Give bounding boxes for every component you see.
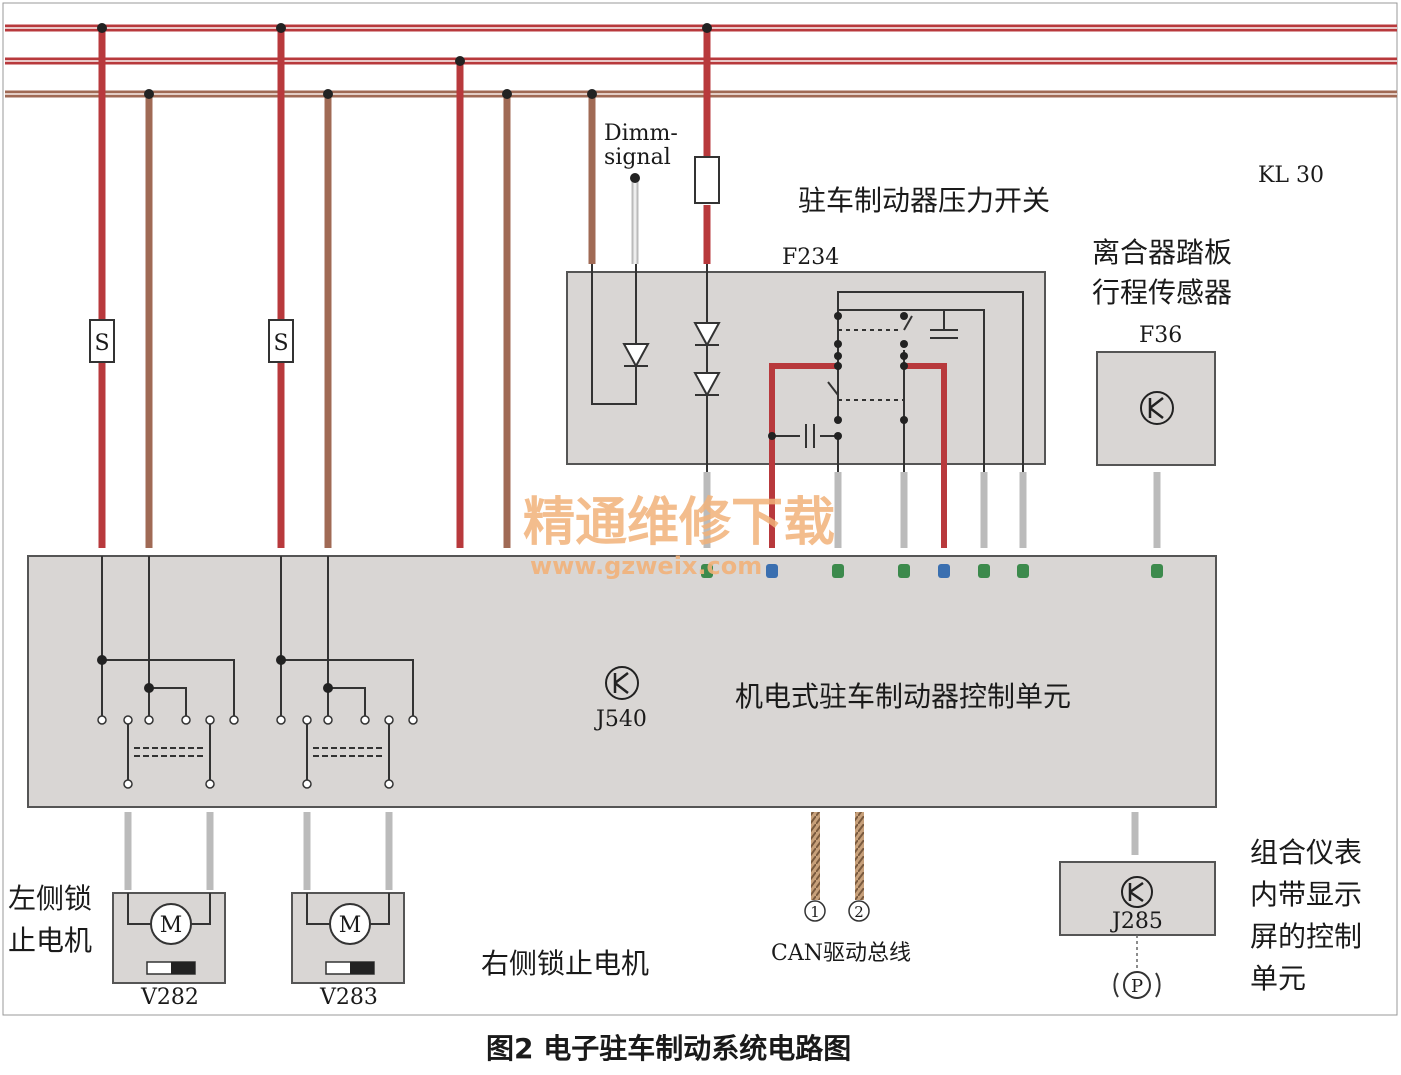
can-bus-wires: 1 2 <box>804 812 870 922</box>
motor-left-code: V282 <box>140 985 199 1010</box>
f234-red-trace-b <box>904 363 947 548</box>
watermark-title: 精通维修下载 <box>523 493 835 553</box>
figure-caption: 图2 电子驻车制动系统电路图 <box>486 1032 851 1065</box>
can-bus-label: CAN驱动总线 <box>771 941 911 966</box>
dimm-label-1: Dimm- <box>604 121 678 146</box>
motor-v282-symbol: M <box>127 893 211 975</box>
fuse-left: S <box>89 319 115 363</box>
j540-internals <box>101 556 414 780</box>
motor-v283-symbol: M <box>306 893 390 975</box>
control-unit-j540 <box>27 555 1217 808</box>
clutch-sensor-name-2: 行程传感器 <box>1092 276 1232 309</box>
connector-pins <box>701 564 1163 578</box>
motor-v282-m: M <box>160 913 183 938</box>
junction-dots <box>97 23 712 183</box>
clutch-sensor-name-1: 离合器踏板 <box>1092 236 1232 269</box>
parking-symbol: P <box>1131 976 1143 997</box>
can-pin-1: 1 <box>810 903 820 921</box>
kl30-label: KL 30 <box>1258 163 1324 188</box>
ecu-icon-f36 <box>1140 391 1174 425</box>
motor-left-name-1: 左侧锁 <box>8 882 92 915</box>
fuse-left-label: S <box>94 331 109 356</box>
clutch-sensor-code: F36 <box>1139 323 1182 348</box>
instrument-name-1: 组合仪表 <box>1250 836 1362 869</box>
f234-dots <box>768 312 908 440</box>
instrument-name-3: 屏的控制 <box>1250 920 1362 953</box>
pressure-switch-name: 驻车制动器压力开关 <box>798 184 1050 217</box>
fuse-right-label: S <box>273 331 288 356</box>
control-unit-code: J540 <box>594 707 647 732</box>
fuse-right: S <box>268 319 294 363</box>
ecu-icon-j540 <box>605 666 639 700</box>
j540-dots <box>97 655 333 693</box>
instrument-name-2: 内带显示 <box>1250 878 1362 911</box>
motor-left-name-2: 止电机 <box>8 924 92 957</box>
power-rails <box>5 24 1397 98</box>
motor-wires <box>124 812 393 890</box>
motor-v283-m: M <box>339 913 362 938</box>
can-pin-2: 2 <box>854 903 864 921</box>
clutch-sensor-f36 <box>1096 351 1216 466</box>
instrument-name-4: 单元 <box>1250 962 1306 995</box>
pressure-switch-code: F234 <box>782 245 839 270</box>
motor-right-name: 右侧锁止电机 <box>481 947 649 980</box>
motor-right-code: V283 <box>319 985 378 1010</box>
f234-red-trace-a <box>769 363 838 548</box>
watermark-url: www.gzweix.com <box>530 552 762 580</box>
control-unit-name: 机电式驻车制动器控制单元 <box>735 680 1071 713</box>
supply-wires <box>98 28 711 548</box>
dimm-label-2: signal <box>604 145 671 170</box>
ecu-icon-j285 <box>1121 876 1153 908</box>
parking-brake-icon: P <box>1113 935 1161 999</box>
instrument-code: J285 <box>1110 909 1163 934</box>
fuse-dimm <box>694 156 720 204</box>
j540-terminals <box>97 715 418 789</box>
connector-wires <box>703 472 1161 855</box>
